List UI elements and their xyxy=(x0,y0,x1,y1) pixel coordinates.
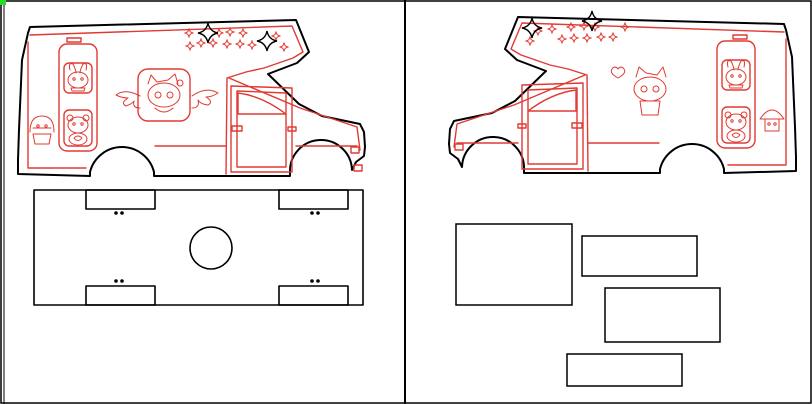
mushroom-mascot-right xyxy=(759,109,785,132)
bunny-mascot-right xyxy=(725,60,747,89)
cat-mascot-right xyxy=(610,66,667,116)
camper-left-outline xyxy=(17,19,366,177)
bunny-mascot-left xyxy=(67,63,89,92)
center-hole xyxy=(189,226,233,270)
corner-marker xyxy=(0,0,6,5)
camper-base-plate xyxy=(33,189,364,306)
bear-mascot-right xyxy=(724,111,748,143)
panel-bottom xyxy=(566,353,683,387)
bear-mascot-left xyxy=(66,114,90,146)
camper-right-outline xyxy=(448,16,797,174)
heart-icon xyxy=(610,66,626,79)
camper-right-side xyxy=(448,10,797,174)
rectangular-panels xyxy=(455,223,721,387)
panel-middle-right xyxy=(604,287,721,343)
camper-left-side xyxy=(17,19,366,306)
panel-top-right xyxy=(581,235,698,277)
cat-mascot-left xyxy=(115,73,219,113)
panel-large xyxy=(455,223,573,306)
girl-mascot-left xyxy=(29,115,55,145)
camper-right-engraving xyxy=(453,22,787,172)
